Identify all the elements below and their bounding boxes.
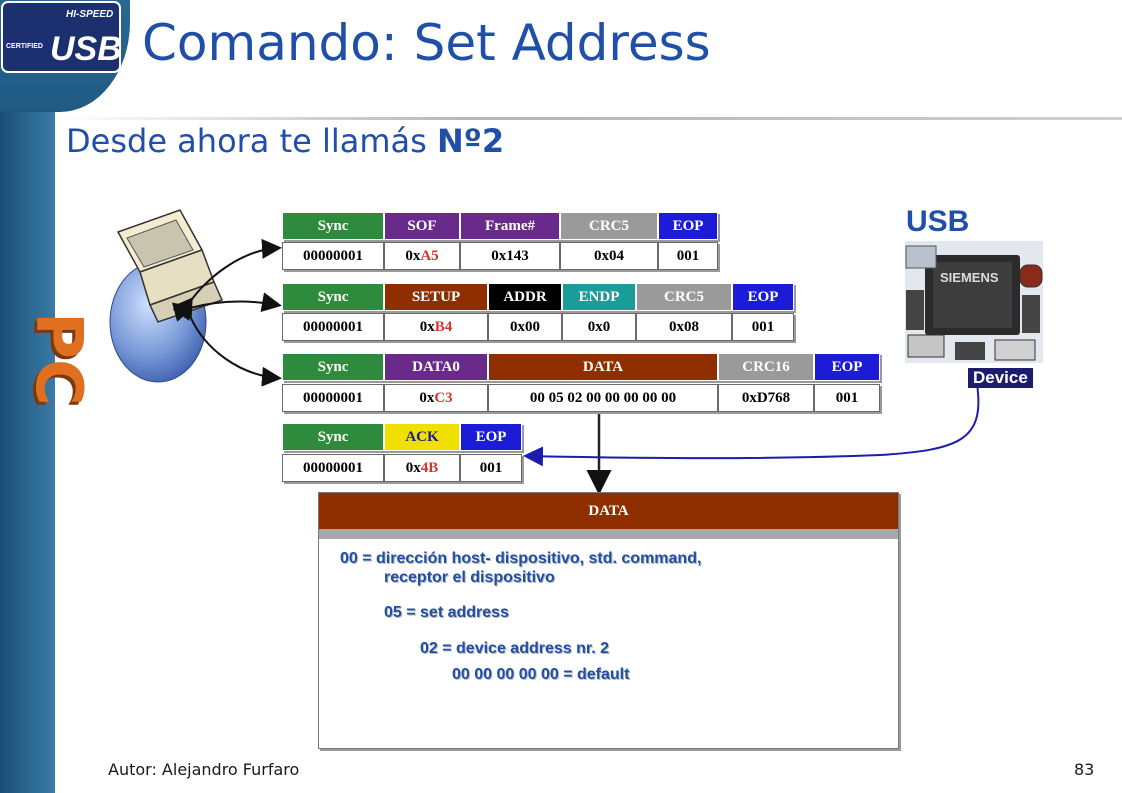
setup-val-sync-text: 00000001 <box>303 318 363 335</box>
sof-hdr-sync: Sync <box>282 212 384 240</box>
ack-hdr-eop: EOP <box>460 423 522 451</box>
subtitle-text: Desde ahora te llamás <box>66 122 437 160</box>
note-line-1: 00 = dirección host- dispositivo, std. c… <box>340 550 702 567</box>
setup-hdr-addr: ADDR <box>488 283 562 311</box>
logo-top-text: HI-SPEED <box>66 9 113 20</box>
setup-val-crc5: 0x08 <box>636 313 732 341</box>
slide-subtitle: Desde ahora te llamás Nº2 <box>66 122 504 160</box>
data0-val-sync: 00000001 <box>282 384 384 412</box>
data0-hdr-crc16: CRC16 <box>718 353 814 381</box>
ack-val-eop-text: 001 <box>479 459 503 476</box>
data0-hdr-eop: EOP <box>814 353 880 381</box>
note-line-1b: receptor el dispositivo <box>384 569 555 586</box>
setup-val-pid-prefix: 0x <box>419 318 435 335</box>
sof-hdr-crc5: CRC5 <box>560 212 658 240</box>
usb-label: USB <box>906 205 970 238</box>
ack-hdr-sync: Sync <box>282 423 384 451</box>
data0-val-pid-prefix: 0x <box>419 389 435 406</box>
arrow-ack <box>523 383 980 467</box>
device-chip-text: SIEMENS <box>940 270 999 285</box>
setup-val-endp-text: 0x0 <box>587 318 611 335</box>
panel-band <box>319 529 898 539</box>
logo-left-text: CERTIFIED <box>6 43 43 50</box>
data-explanation-panel: DATA 00 = dirección host- dispositivo, s… <box>318 492 899 749</box>
sof-val-pid-hex: A5 <box>420 247 439 264</box>
data0-val-data-text: 00 05 02 00 00 00 00 00 <box>529 389 677 406</box>
arrow-data0 <box>174 297 282 387</box>
sof-val-pid-prefix: 0x <box>405 247 421 264</box>
data0-val-data: 00 05 02 00 00 00 00 00 <box>488 384 718 412</box>
note-line-4: 00 00 00 00 00 = default <box>452 666 630 683</box>
usb-certified-logo: HI-SPEED CERTIFIED USB <box>1 1 122 73</box>
setup-hdr-pid: SETUP <box>384 283 488 311</box>
sof-val-crc5-text: 0x04 <box>594 247 624 264</box>
data0-hdr-sync: Sync <box>282 353 384 381</box>
setup-val-sync: 00000001 <box>282 313 384 341</box>
subtitle-number: Nº2 <box>437 122 505 160</box>
setup-val-eop: 001 <box>732 313 794 341</box>
data0-val-eop: 001 <box>814 384 880 412</box>
device-board-picture: SIEMENS <box>905 241 1043 363</box>
data0-val-sync-text: 00000001 <box>303 389 363 406</box>
setup-val-crc5-text: 0x08 <box>669 318 699 335</box>
data0-val-crc16: 0xD768 <box>718 384 814 412</box>
setup-val-eop-text: 001 <box>751 318 775 335</box>
ack-val-sync-text: 00000001 <box>303 459 363 476</box>
data0-hdr-data: DATA <box>488 353 718 381</box>
left-decor-band <box>0 0 55 793</box>
sof-val-frame-text: 0x143 <box>491 247 529 264</box>
sof-val-frame: 0x143 <box>460 242 560 270</box>
ack-val-sync: 00000001 <box>282 454 384 482</box>
setup-hdr-endp: ENDP <box>562 283 636 311</box>
sof-val-eop: 001 <box>658 242 718 270</box>
sof-val-sync: 00000001 <box>282 242 384 270</box>
note-line-2: 05 = set address <box>384 604 509 621</box>
setup-hdr-eop: EOP <box>732 283 794 311</box>
data0-val-eop-text: 001 <box>835 389 859 406</box>
setup-val-addr-text: 0x00 <box>510 318 540 335</box>
setup-val-pid-hex: B4 <box>434 318 453 335</box>
sof-val-sync-text: 00000001 <box>303 247 363 264</box>
logo-usb-text: USB <box>50 30 122 68</box>
title-divider <box>55 117 1122 120</box>
footer-author: Autor: Alejandro Furfaro <box>108 760 300 779</box>
setup-hdr-crc5: CRC5 <box>636 283 732 311</box>
setup-val-endp: 0x0 <box>562 313 636 341</box>
sof-hdr-frame: Frame# <box>460 212 560 240</box>
setup-hdr-sync: Sync <box>282 283 384 311</box>
ack-val-pid-hex: 4B <box>420 459 439 476</box>
sof-val-crc5: 0x04 <box>560 242 658 270</box>
slide-title: Comando: Set Address <box>142 14 711 72</box>
device-label: Device <box>968 368 1033 388</box>
data0-val-crc16-text: 0xD768 <box>741 389 791 406</box>
note-line-3: 02 = device address nr. 2 <box>420 640 610 657</box>
sof-hdr-pid: SOF <box>384 212 460 240</box>
ack-val-pid-prefix: 0x <box>405 459 421 476</box>
setup-val-addr: 0x00 <box>488 313 562 341</box>
pc-label: PC <box>21 312 95 406</box>
data0-val-pid-hex: C3 <box>434 389 453 406</box>
page-number: 83 <box>1074 760 1095 779</box>
panel-header: DATA <box>319 493 898 529</box>
ack-val-eop: 001 <box>460 454 522 482</box>
sof-val-eop-text: 001 <box>676 247 700 264</box>
sof-hdr-eop: EOP <box>658 212 718 240</box>
data0-hdr-pid: DATA0 <box>384 353 488 381</box>
ack-hdr-pid: ACK <box>384 423 460 451</box>
